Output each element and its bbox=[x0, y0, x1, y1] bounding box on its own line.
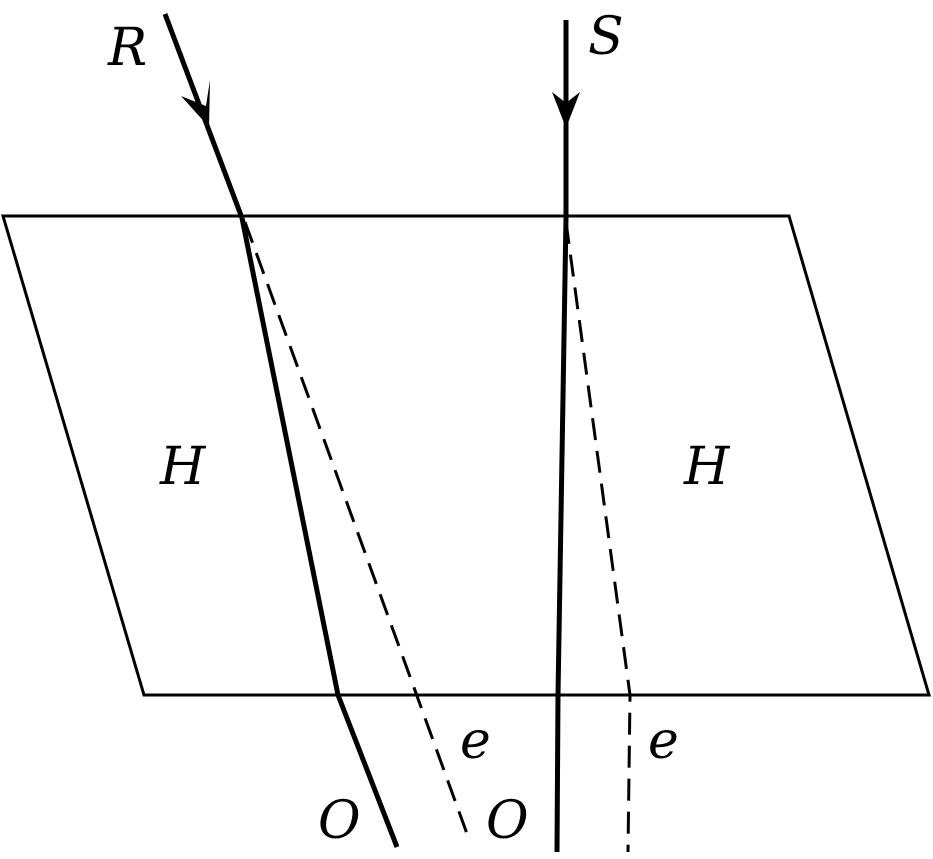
ordinary-ray-right bbox=[554, 217, 569, 853]
label-o-right: O bbox=[486, 791, 529, 851]
label-o-left: O bbox=[318, 791, 361, 851]
label-h-right: H bbox=[683, 437, 731, 497]
label-r: R bbox=[107, 18, 147, 78]
ordinary-ray-left bbox=[239, 217, 400, 848]
label-e-left: e bbox=[460, 711, 491, 771]
label-h-left: H bbox=[159, 437, 207, 497]
label-s: S bbox=[588, 7, 624, 67]
extraordinary-ray-left bbox=[243, 221, 472, 843]
arrow-r-icon bbox=[181, 80, 210, 127]
extraordinary-ray-right bbox=[564, 221, 632, 853]
label-e-right: e bbox=[648, 711, 679, 771]
arrow-s-icon bbox=[552, 92, 580, 128]
crystal-plate bbox=[0, 214, 932, 697]
